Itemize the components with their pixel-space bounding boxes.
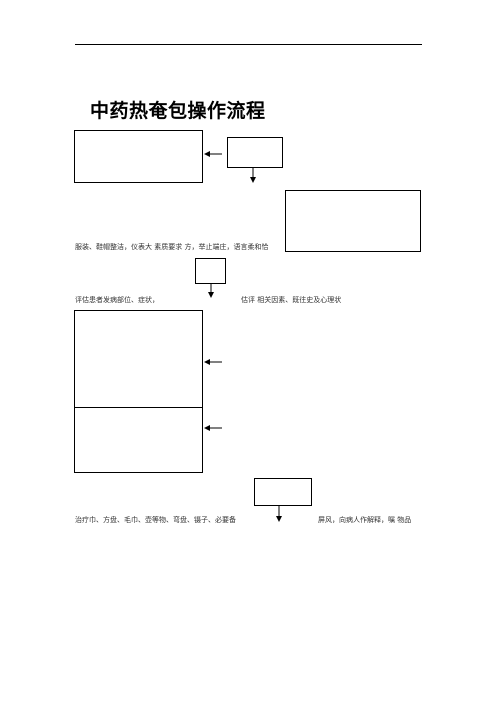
preparation-line: 服装、鞋帽整洁，仪表大 素质要求 方，举止端庄，语言柔和恰 bbox=[75, 243, 269, 251]
supplies-line: 治疗巾、方盘、毛巾、壶等物、弯盘、镊子、必要备 bbox=[75, 516, 236, 524]
explain-line: 屏风，向病人作解释，嘱 物品 bbox=[318, 516, 412, 524]
flow-box-left-top bbox=[74, 130, 203, 183]
assessment-line-left: 评估患者发病部位、症状， bbox=[75, 296, 159, 304]
flow-box-right bbox=[285, 190, 421, 252]
flow-box-small-3 bbox=[254, 478, 312, 506]
assessment-line-right: 估评 相关因素、既往史及心理状 bbox=[241, 296, 342, 304]
document-title: 中药热奄包操作流程 bbox=[90, 100, 266, 122]
flow-box-small-1 bbox=[227, 137, 283, 168]
flow-box-large-lower bbox=[74, 407, 203, 473]
header-rule bbox=[75, 44, 422, 45]
flow-box-small-2 bbox=[195, 258, 226, 284]
